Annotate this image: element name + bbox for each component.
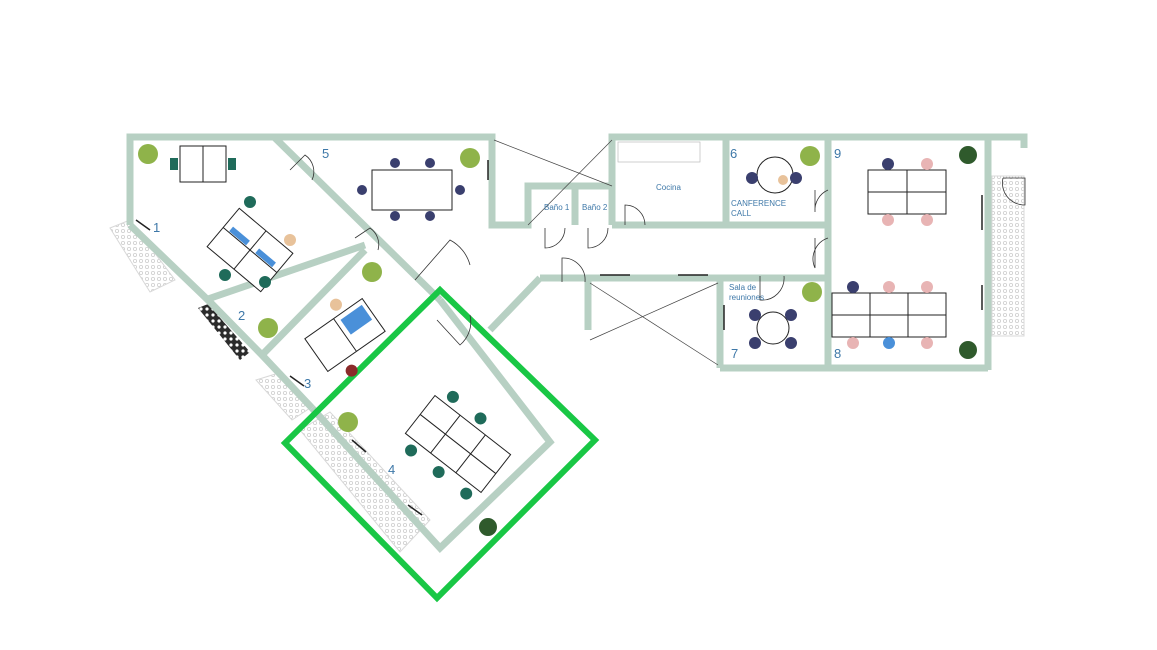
- room-9-furniture: [867, 158, 947, 226]
- plant-icon: [959, 341, 977, 359]
- plant-icon: [959, 146, 977, 164]
- room-label-2[interactable]: 2: [238, 308, 245, 323]
- room-label-5[interactable]: 5: [322, 146, 329, 161]
- plant-icon: [362, 262, 382, 282]
- cocina-label: Cocina: [656, 183, 681, 192]
- doors: [289, 154, 1026, 346]
- walls: [126, 133, 1028, 411]
- room-8-furniture: [831, 281, 947, 349]
- room-label-9[interactable]: 9: [834, 146, 841, 161]
- room-4-walls: [309, 297, 555, 554]
- sala-reuniones-label-line2: reuniones: [729, 293, 764, 302]
- plants: [138, 144, 977, 536]
- plant-icon: [258, 318, 278, 338]
- room-5-furniture: [357, 158, 465, 221]
- room-4-furniture: [404, 390, 512, 500]
- room-7-furniture: [749, 309, 797, 349]
- open-areas: [493, 139, 719, 366]
- room-label-3[interactable]: 3: [304, 376, 311, 391]
- sala-reuniones-label-line1: Sala de: [729, 283, 757, 292]
- room-label-4[interactable]: 4: [388, 462, 395, 477]
- plant-icon: [138, 144, 158, 164]
- plant-icon: [800, 146, 820, 166]
- plant-icon: [802, 282, 822, 302]
- room-label-7[interactable]: 7: [731, 346, 738, 361]
- room-1-furniture: [170, 145, 296, 293]
- area-labels: Baño 1 Baño 2 Cocina CANFERENCE CALL Sal…: [544, 183, 786, 302]
- conference-call-label-line2: CALL: [731, 209, 752, 218]
- room-6-furniture: [746, 156, 802, 194]
- room-4-highlight[interactable]: [280, 285, 600, 603]
- room-label-6[interactable]: 6: [730, 146, 737, 161]
- plant-icon: [479, 518, 497, 536]
- bano-2-label: Baño 2: [582, 203, 608, 212]
- windows: [135, 160, 983, 516]
- plant-icon: [338, 412, 358, 432]
- conference-call-label-line1: CANFERENCE: [731, 199, 786, 208]
- room-label-8[interactable]: 8: [834, 346, 841, 361]
- plant-icon: [460, 148, 480, 168]
- room-numbers: 1 2 3 4 5 6 7 8 9: [153, 146, 841, 477]
- room-label-1[interactable]: 1: [153, 220, 160, 235]
- bano-1-label: Baño 1: [544, 203, 570, 212]
- room-3-furniture: [304, 297, 386, 377]
